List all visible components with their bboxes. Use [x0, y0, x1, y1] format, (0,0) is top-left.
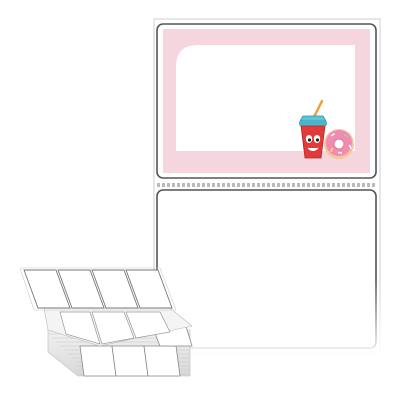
donut-hole	[333, 138, 345, 150]
drink-cup-icon	[299, 99, 327, 159]
unfolded-label	[125, 269, 173, 309]
unfolded-label	[23, 269, 71, 309]
bottom-label	[150, 189, 385, 360]
stack-top-row	[79, 325, 193, 377]
cup-body	[300, 125, 326, 159]
cup-lid-rim	[299, 121, 327, 126]
fold-label	[125, 311, 171, 339]
sprinkle-2	[343, 134, 349, 138]
cup-pupil-right	[315, 138, 320, 142]
fanfold-stack	[19, 267, 193, 377]
sprinkle-5	[337, 151, 343, 154]
fold-label	[91, 311, 135, 345]
donut-icon	[324, 129, 354, 159]
stack-label	[143, 345, 181, 377]
sprinkle-3	[348, 144, 352, 150]
stack-label	[111, 345, 149, 377]
sprinkle-1	[330, 133, 335, 137]
unfolded-label	[91, 269, 139, 309]
unfolded-label	[57, 269, 105, 309]
unfolded-liner	[19, 267, 177, 311]
cup-lid	[299, 115, 327, 122]
stack-label	[79, 345, 117, 377]
cup-mouth	[307, 147, 319, 151]
sprinkle-4	[330, 147, 334, 152]
fold-label	[59, 311, 101, 345]
unfolded-top-row	[19, 267, 177, 311]
fold-section	[43, 307, 193, 347]
cup-pupil-left	[307, 138, 312, 142]
perforation-line	[157, 183, 376, 187]
top-label	[156, 23, 377, 179]
